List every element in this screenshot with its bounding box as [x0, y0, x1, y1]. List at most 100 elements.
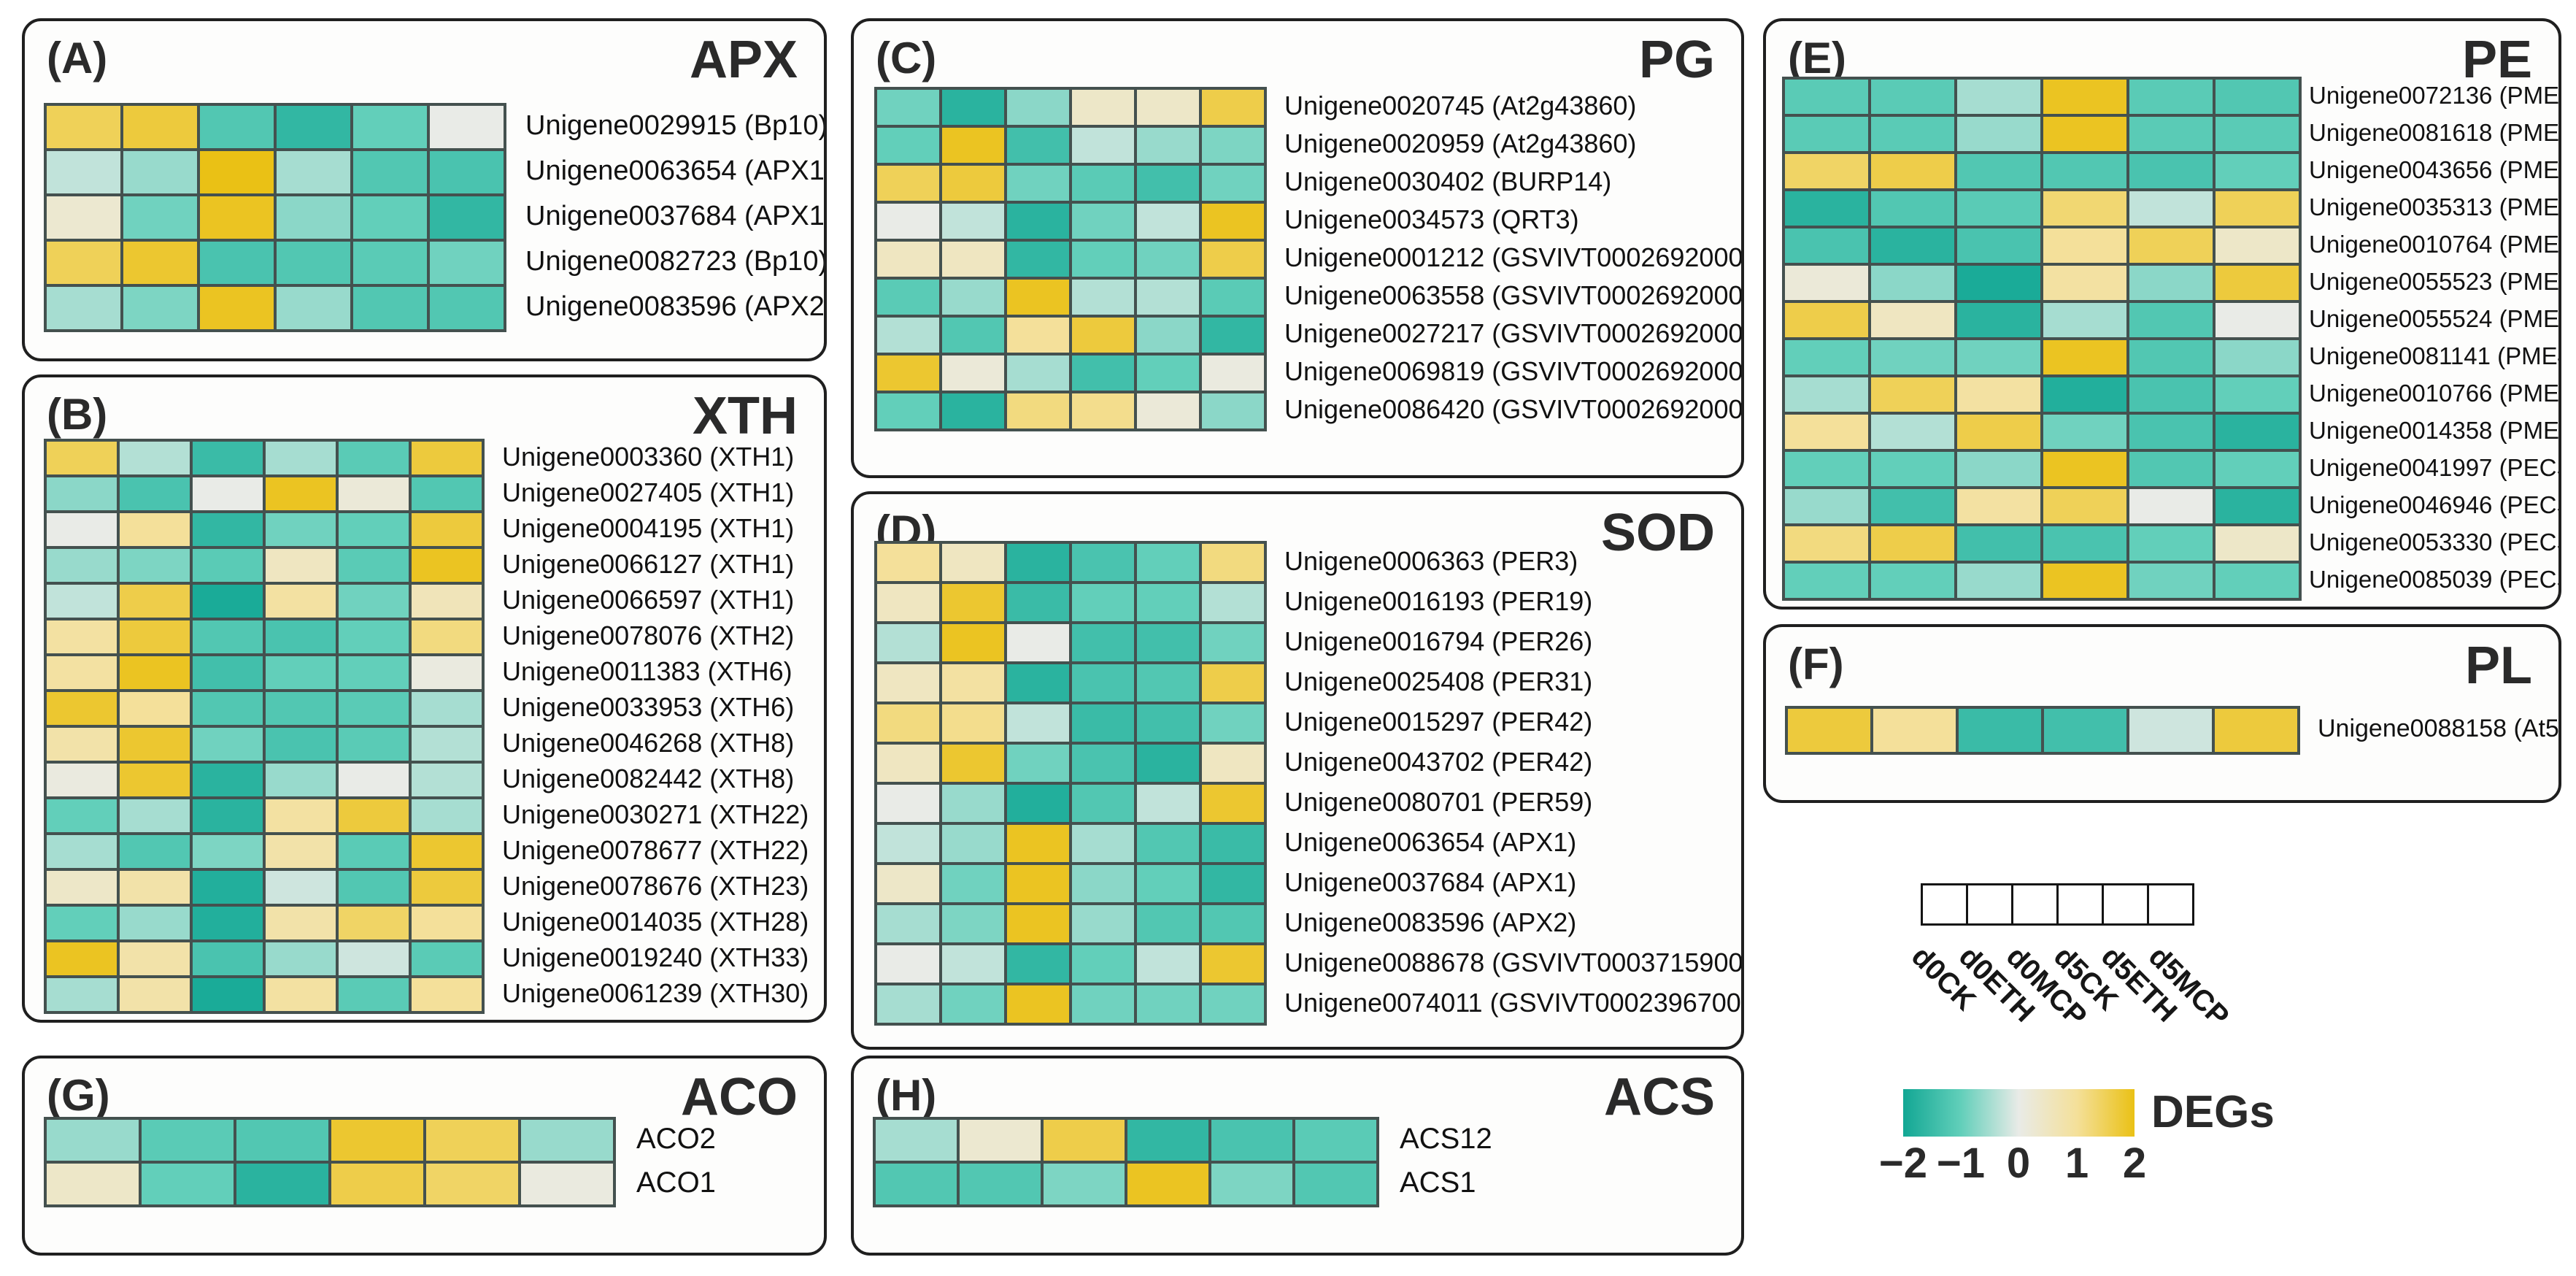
heatmap-cell	[1956, 264, 2042, 301]
gene-label: Unigene0016193 (PER19)	[1284, 586, 1593, 616]
heatmap-cell	[1783, 525, 1870, 562]
heatmap-cell	[1135, 583, 1200, 623]
heatmap-cell	[1135, 703, 1200, 743]
heatmap-cell	[410, 869, 483, 905]
legend-box	[1966, 883, 2013, 926]
heatmap-cell	[1135, 944, 1200, 984]
gene-label: Unigene0066127 (XTH1)	[502, 549, 795, 579]
heatmap-cell	[1956, 227, 2042, 264]
heatmap-cell	[941, 164, 1006, 202]
heatmap-cell	[1956, 190, 2042, 227]
panel-letter: (C)	[876, 34, 937, 82]
heatmap-cell	[45, 905, 118, 941]
heatmap-cell	[118, 869, 191, 905]
heatmap-cell	[191, 547, 264, 583]
heatmap-cell	[1870, 376, 1956, 413]
heatmap-cell	[2128, 707, 2213, 753]
heatmap-cell	[1135, 316, 1200, 354]
gene-label: Unigene0010766 (PME51)	[2309, 380, 2560, 407]
panel-letter: (G)	[47, 1071, 110, 1120]
heatmap-cell	[2214, 227, 2300, 264]
heatmap-cell	[122, 150, 198, 195]
heatmap-cell	[941, 126, 1006, 164]
heatmap-cell	[2214, 301, 2300, 339]
heatmap-cell	[410, 512, 483, 547]
heatmap-cell	[1872, 707, 1957, 753]
panel-pl: (F) PL Unigene0088158 (At5g48900)	[1763, 624, 2561, 803]
heatmap-cell	[876, 164, 941, 202]
heatmap-cell	[1135, 126, 1200, 164]
heatmap-pe: Unigene0072136 (PME6)Unigene0081618 (PME…	[1782, 77, 2560, 601]
heatmap-cell	[2042, 264, 2128, 301]
heatmap-cell	[191, 762, 264, 798]
panel-letter: (A)	[47, 34, 108, 82]
heatmap-cell	[337, 691, 410, 726]
panel-title: APX	[689, 31, 798, 89]
gene-label: Unigene0027217 (GSVIVT00026920001)	[1284, 318, 1744, 348]
heatmap-cell	[264, 655, 337, 691]
heatmap-cell	[2128, 488, 2214, 525]
heatmap-cell	[876, 623, 941, 663]
heatmap-cell	[941, 583, 1006, 623]
heatmap-cell	[118, 512, 191, 547]
heatmap-cell	[1071, 583, 1135, 623]
gene-label: Unigene0066597 (XTH1)	[502, 585, 795, 615]
gene-label: Unigene0063654 (APX1)	[1284, 827, 1577, 857]
heatmap-cell	[1071, 864, 1135, 904]
heatmap-cell	[1135, 743, 1200, 783]
heatmap-cell	[45, 583, 118, 619]
heatmap-cell	[140, 1162, 235, 1206]
heatmap-cell	[1870, 190, 1956, 227]
heatmap-cell	[1006, 743, 1071, 783]
heatmap-cell	[1200, 583, 1265, 623]
gene-label: Unigene0088158 (At5g48900)	[2318, 715, 2559, 742]
heatmap-cell	[941, 703, 1006, 743]
gene-label: Unigene0034573 (QRT3)	[1284, 204, 1579, 234]
panel-pe: (E) PE Unigene0072136 (PME6)Unigene00816…	[1763, 18, 2561, 610]
gene-label: Unigene0029915 (Bp10)	[525, 110, 827, 141]
gene-label: Unigene0025408 (PER31)	[1284, 666, 1593, 696]
heatmap-cell	[2128, 339, 2214, 376]
gene-label: Unigene0010764 (PME35)	[2309, 231, 2560, 258]
gene-label: Unigene0030402 (BURP14)	[1284, 166, 1612, 196]
heatmap-cell	[1200, 164, 1265, 202]
heatmap-cell	[1200, 743, 1265, 783]
heatmap-cell	[1783, 562, 1870, 599]
heatmap-cell	[1042, 1118, 1126, 1162]
heatmap-cell	[1956, 78, 2042, 115]
heatmap-cell	[1126, 1118, 1210, 1162]
heatmap-cell	[874, 1162, 958, 1206]
heatmap-cell	[1071, 202, 1135, 240]
heatmap-cell	[264, 941, 337, 977]
heatmap-cell	[1783, 153, 1870, 190]
heatmap-cell	[337, 977, 410, 1012]
heatmap-cell	[1006, 783, 1071, 823]
heatmap-cell	[1135, 823, 1200, 864]
heatmap-cell	[1006, 542, 1071, 583]
panel-title: SOD	[1600, 504, 1715, 562]
heatmap-cell	[1783, 78, 1870, 115]
heatmap-grid	[874, 87, 1267, 431]
heatmap-cell	[45, 762, 118, 798]
gene-label: Unigene0053330 (PECS-1.1)	[2309, 529, 2558, 556]
heatmap-cell	[118, 655, 191, 691]
heatmap-cell	[337, 583, 410, 619]
heatmap-cell	[264, 476, 337, 512]
heatmap-cell	[275, 150, 352, 195]
heatmap-cell	[264, 583, 337, 619]
heatmap-cell	[1135, 240, 1200, 278]
heatmap-cell	[2042, 562, 2128, 599]
heatmap-cell	[410, 440, 483, 476]
heatmap-cell	[275, 104, 352, 150]
legend-box	[1921, 883, 1968, 926]
heatmap-cell	[118, 583, 191, 619]
gene-label: ACO1	[636, 1167, 716, 1199]
heatmap-cell	[191, 726, 264, 762]
gene-label: Unigene0001212 (GSVIVT00026920001)	[1284, 242, 1744, 272]
legend: d0CK d0ETH d0MCP d5CK d5ETH d5MCP DEGs −…	[1824, 832, 2561, 1270]
heatmap-cell	[2214, 376, 2300, 413]
heatmap-cell	[45, 150, 122, 195]
